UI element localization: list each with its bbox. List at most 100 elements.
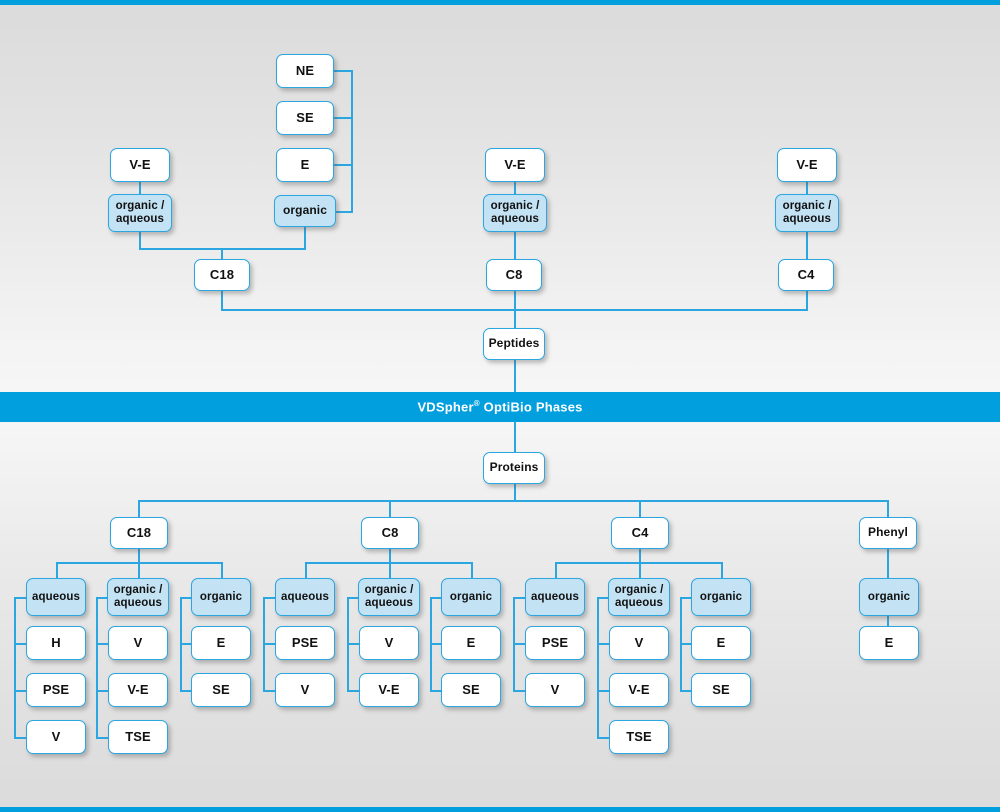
connector-c4-to-organic [721,562,723,579]
connector-bus-to-phenyl [887,500,889,517]
connector-c4-organic-stub-1 [680,643,693,645]
connector-organic-vertical-bus [351,70,353,213]
node-c18-orgaq-child-1[interactable]: V [108,626,168,660]
node-c4-aqueous-child-2[interactable]: V [525,673,585,707]
connector-c8-aqueous-stub-0 [263,597,276,599]
node-c18-organic-child-1[interactable]: E [191,626,251,660]
connector-c4-organic-stub-0 [680,597,692,599]
node-proteins[interactable]: Proteins [483,452,545,484]
connector-c8-down [389,549,391,563]
node-c8-aqueous-child-1[interactable]: PSE [275,626,335,660]
node-c8-orgaq-child-1[interactable]: V [359,626,419,660]
connector-peptides-c4-ve-to-orgaq [806,182,808,194]
connector-c18-orgaq-stub-2 [96,690,109,692]
connector-c18-merge-down [221,248,223,260]
connector-c8-organic-stub-2 [430,690,443,692]
connector-c18-to-peptides-bus [221,291,223,310]
node-peptides-organic[interactable]: organic [274,195,336,227]
node-c4-organic-aqueous[interactable]: organic / aqueous [608,578,670,616]
connector-phenyl-organic-to-e [887,616,889,626]
connector-c4-to-orgaq [639,562,641,579]
connector-c18-organic-stub-2 [180,690,193,692]
connector-c8-aqueous-stub-2 [263,690,276,692]
node-c4-aqueous[interactable]: aqueous [525,578,585,616]
node-peptides-c8[interactable]: C8 [486,259,542,291]
node-c8-organic[interactable]: organic [441,578,501,616]
node-peptides-c18[interactable]: C18 [194,259,250,291]
connector-c18-aqueous-bus [14,597,16,739]
node-c4-aqueous-child-1[interactable]: PSE [525,626,585,660]
connector-c4-aqueous-stub-2 [513,690,526,692]
node-c4-organic[interactable]: organic [691,578,751,616]
node-c8-organic-child-1[interactable]: E [441,626,501,660]
connector-c18-to-orgaq [138,562,140,579]
connector-c8-orgaq-stub-2 [347,690,360,692]
connector-organic-stub [336,211,353,213]
connector-c4-orgaq-stub-3 [597,737,610,739]
connector-c8-to-aqueous [305,562,307,579]
node-proteins-c18[interactable]: C18 [110,517,168,549]
node-proteins-c8[interactable]: C8 [361,517,419,549]
connector-banner-to-proteins [514,420,516,453]
connector-c4-orgaq-stub-1 [597,643,610,645]
node-c8-organic-child-2[interactable]: SE [441,673,501,707]
connector-bus-to-c18 [138,500,140,517]
connector-c4-orgaq-stub-0 [597,597,609,599]
connector-e-stub [334,164,353,166]
connector-c18-organic-drop [304,227,306,249]
node-c18-organic-aqueous[interactable]: organic / aqueous [107,578,169,616]
node-c18-orgaq-child-2[interactable]: V-E [108,673,168,707]
node-c4-organic-child-2[interactable]: SE [691,673,751,707]
connector-peptides-to-banner [514,360,516,394]
node-c4-orgaq-child-3[interactable]: TSE [609,720,669,754]
node-proteins-c4[interactable]: C4 [611,517,669,549]
connector-c18-organic-stub-1 [180,643,193,645]
node-peptides-c18-organic-aqueous[interactable]: organic / aqueous [108,194,172,232]
connector-c18-orgaq-bus [96,597,98,739]
node-proteins-phenyl[interactable]: Phenyl [859,517,917,549]
node-c18-organic-child-2[interactable]: SE [191,673,251,707]
connector-c4-aqueous-stub-1 [513,643,526,645]
node-phenyl-organic-child-1[interactable]: E [859,626,919,660]
node-c18-aqueous-child-3[interactable]: V [26,720,86,754]
node-peptides-c4-organic-aqueous[interactable]: organic / aqueous [775,194,839,232]
node-c4-orgaq-child-2[interactable]: V-E [609,673,669,707]
connector-phenyl-to-organic [887,549,889,578]
connector-bus-to-c4 [639,500,641,517]
node-c8-aqueous-child-2[interactable]: V [275,673,335,707]
node-c18-orgaq-child-3[interactable]: TSE [108,720,168,754]
node-c8-aqueous[interactable]: aqueous [275,578,335,616]
node-c8-organic-aqueous[interactable]: organic / aqueous [358,578,420,616]
top-accent-bar [0,0,1000,5]
node-c8-orgaq-child-2[interactable]: V-E [359,673,419,707]
node-peptides-ne[interactable]: NE [276,54,334,88]
node-c18-organic[interactable]: organic [191,578,251,616]
node-c4-organic-child-1[interactable]: E [691,626,751,660]
node-c4-orgaq-child-1[interactable]: V [609,626,669,660]
connector-c8-orgaq-stub-0 [347,597,359,599]
node-peptides-se[interactable]: SE [276,101,334,135]
node-peptides-c4-ve[interactable]: V-E [777,148,837,182]
banner-text: VDSpher® OptiBio Phases [417,399,583,415]
node-peptides-c18-ve[interactable]: V-E [110,148,170,182]
connector-c18-down [138,549,140,563]
node-c18-aqueous-child-1[interactable]: H [26,626,86,660]
connector-c8-to-orgaq [389,562,391,579]
node-c18-aqueous-child-2[interactable]: PSE [26,673,86,707]
connector-peptides-c8-orgaq-to-c8 [514,232,516,259]
node-peptides-e[interactable]: E [276,148,334,182]
node-peptides-c8-organic-aqueous[interactable]: organic / aqueous [483,194,547,232]
connector-peptides-c8-ve-to-orgaq [514,182,516,194]
connector-bus-to-c8 [389,500,391,517]
connector-c18-to-aqueous [56,562,58,579]
node-c18-aqueous[interactable]: aqueous [26,578,86,616]
connector-c4-modes-bus [555,562,722,564]
connector-peptides-c18-ve-to-orgaq [139,182,141,194]
node-peptides-c8-ve[interactable]: V-E [485,148,545,182]
node-peptides-c4[interactable]: C4 [778,259,834,291]
node-peptides[interactable]: Peptides [483,328,545,360]
connector-c4-down [639,549,641,563]
node-phenyl-organic[interactable]: organic [859,578,919,616]
product-banner: VDSpher® OptiBio Phases [0,392,1000,422]
